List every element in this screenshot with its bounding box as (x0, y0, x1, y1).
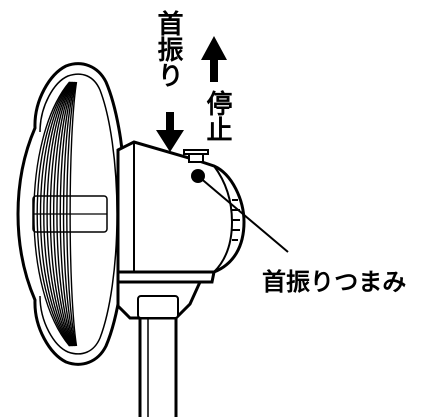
arrow-up-icon (201, 36, 227, 82)
knob-label: 首振りつまみ (262, 268, 407, 296)
oscillate-label: 首振り (153, 10, 183, 88)
stop-label: 停止 (202, 90, 232, 142)
neck-joint (116, 270, 216, 320)
leader-line (197, 175, 289, 253)
stand-pole (138, 318, 178, 417)
motor-housing (116, 140, 246, 274)
arrow-down-icon (156, 112, 184, 152)
fan-guard (16, 62, 128, 366)
